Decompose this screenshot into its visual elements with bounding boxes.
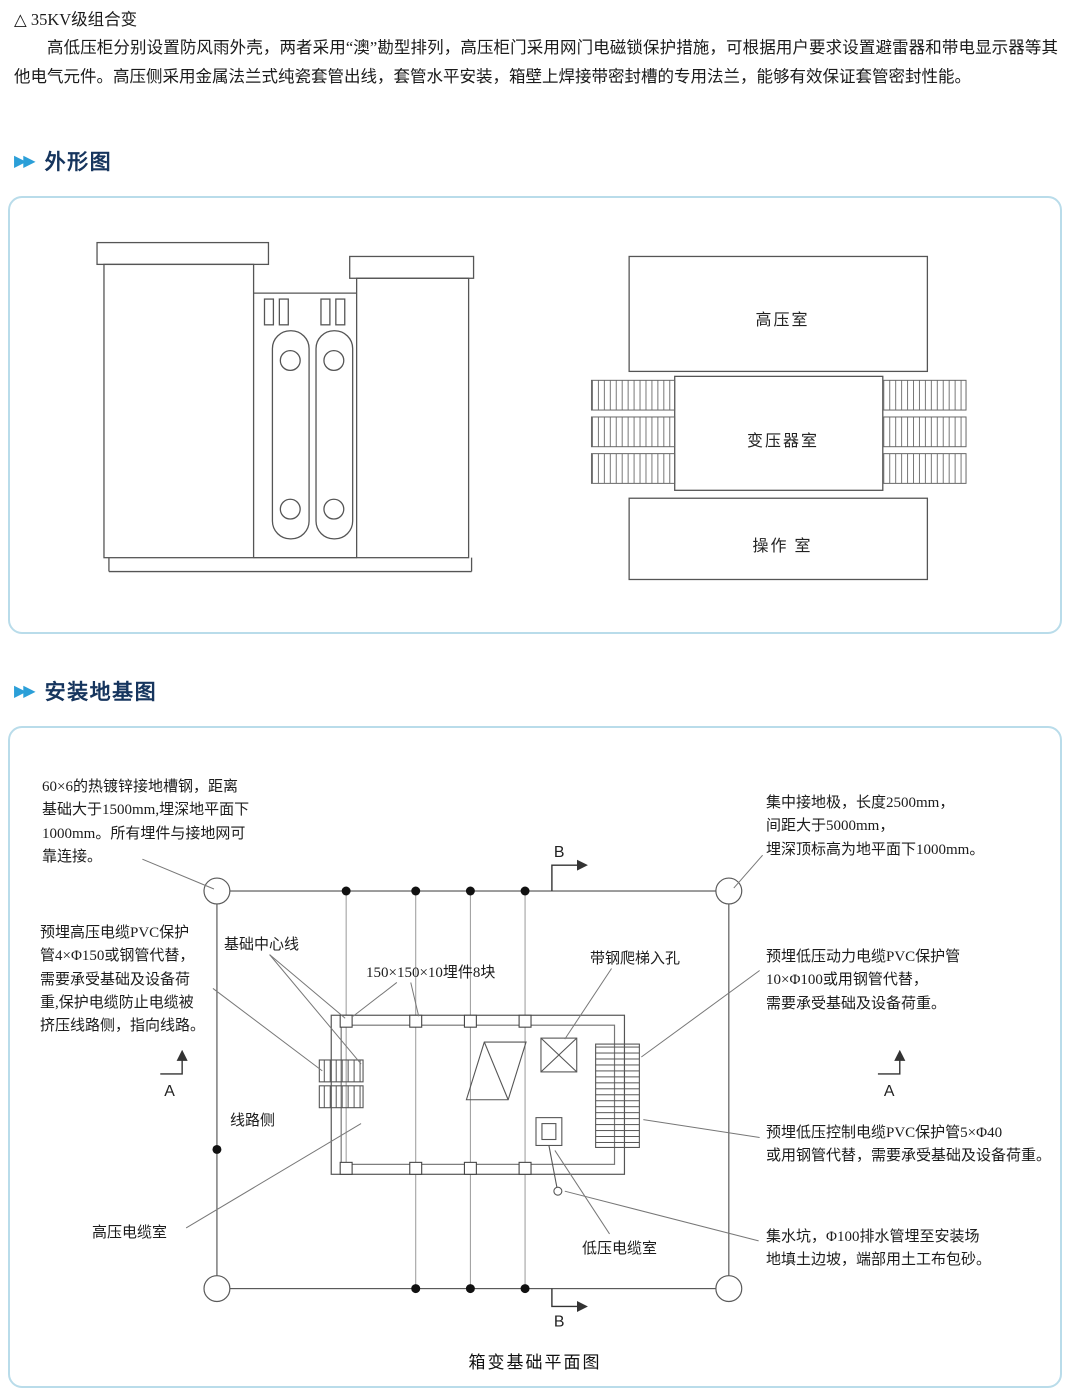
annotation-ground-channel: 60×6的热镀锌接地槽钢，距离 基础大于1500mm,埋深地平面下 1000mm… <box>42 779 250 865</box>
embedded-plates <box>339 1014 532 1175</box>
lv-pvc-pipes <box>595 1043 640 1148</box>
annotation-embedded-plates: 150×150×10埋件8块 <box>366 965 496 981</box>
foundation-figure-panel: A A B B 60×6的热镀锌接地槽钢，距离 基础大于1500mm,埋深地平面… <box>8 726 1062 1388</box>
annotation-ladder-manhole: 带钢爬梯入孔 <box>590 951 681 967</box>
hv-pvc-pipes <box>318 1059 364 1109</box>
annotation-hv-pvc-pipes: 预埋高压电缆PVC保护 管4×Φ150或钢管代替， 需要承受基础及设备荷 重,保… <box>40 925 206 1034</box>
label-transformer-room: 变压器室 <box>746 433 819 450</box>
product-description: 高低压柜分别设置防风雨外壳，两者采用“澳”勘型排列，高压柜门采用网门电磁锁保护措… <box>14 38 1058 86</box>
anchor-dots <box>212 886 530 1294</box>
double-arrow-icon: ▶▶ <box>14 151 36 170</box>
section-header-outline: ▶▶ 外形图 <box>14 146 112 176</box>
annotation-lv-control-pipes: 预埋低压控制电缆PVC保护管5×Φ40 或用钢管代替，需要承受基础及设备荷重。 <box>766 1125 1052 1165</box>
foundation-outline <box>330 1014 626 1175</box>
label-operation-room: 操作 室 <box>752 538 813 555</box>
annotation-sump-pit: 集水坑，Φ100排水管埋至安装场 地填土边坡，端部用土工布包砂。 <box>766 1229 992 1269</box>
annotation-lv-power-pipes: 预埋低压动力电缆PVC保护管 10×Φ100或用钢管代替， 需要承受基础及设备荷… <box>766 949 961 1012</box>
section-title-foundation: 安装地基图 <box>44 681 158 704</box>
section-letter-b-top: B <box>554 844 565 861</box>
section-markers <box>160 859 906 1313</box>
outline-figure-panel: 高压室 变压器室 操作 室 <box>8 196 1062 634</box>
annotation-line-side: 线路侧 <box>230 1113 276 1129</box>
manhole <box>540 1037 578 1073</box>
section-letter-b-bottom: B <box>554 1313 565 1330</box>
leader-lines <box>142 854 763 1242</box>
annotation-ground-electrode: 集中接地极，长度2500mm， 间距大于5000mm， 埋深顶标高为地平面下10… <box>766 795 985 858</box>
annotation-hv-cable-room: 高压电缆室 <box>92 1225 168 1241</box>
figure-caption: 箱变基础平面图 <box>468 1353 602 1372</box>
foundation-drawing: A A B B <box>142 844 906 1330</box>
sump-pit <box>535 1117 563 1196</box>
center-lines <box>345 891 526 1289</box>
double-arrow-icon: ▶▶ <box>14 681 36 700</box>
section-letter-a-left: A <box>164 1083 175 1100</box>
section-letter-a-right: A <box>884 1083 895 1100</box>
annotation-centerline: 基础中心线 <box>224 937 300 953</box>
section-header-foundation: ▶▶ 安装地基图 <box>14 676 157 706</box>
annotation-lv-cable-room: 低压电缆室 <box>582 1241 658 1257</box>
outline-drawing <box>96 241 967 581</box>
elevation-view <box>96 241 475 573</box>
section-title-outline: 外形图 <box>44 151 113 174</box>
product-heading: △ 35KV级组合变 <box>14 10 138 29</box>
radiator-fins <box>590 379 967 484</box>
intro-section: △ 35KV级组合变 高低压柜分别设置防风雨外壳，两者采用“澳”勘型排列，高压柜… <box>14 6 1058 91</box>
cable-duct <box>465 1041 527 1101</box>
label-high-voltage-room: 高压室 <box>755 312 810 329</box>
